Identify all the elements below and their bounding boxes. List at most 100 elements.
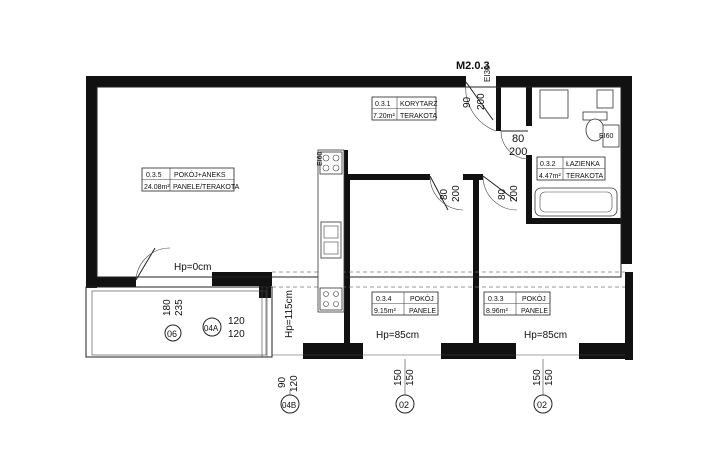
room-name: KORYTARZ [400,101,438,108]
svg-text:80: 80 [439,188,450,200]
partition-bath-left-lower [526,155,532,223]
svg-text:80: 80 [497,188,508,200]
room-id: 0.3.4 [376,296,392,303]
wall-bottom-3 [579,343,633,359]
door-room3-dims: 80 200 [497,185,520,202]
svg-text:90: 90 [277,376,288,388]
partition-corridor [496,86,501,131]
opening-04b-tag: 04B [282,401,296,410]
doors [135,81,529,281]
svg-text:200: 200 [451,185,462,202]
partition-bath-bottom [526,218,626,224]
svg-text:120: 120 [289,375,300,392]
svg-text:90: 90 [462,96,473,108]
room-finish: TERAKOTA [400,113,438,120]
room-label-room4: 0.3.4 POKÓJ 9.15m² PANELE [371,291,439,316]
washing-machine [539,89,569,119]
opening-02a-tag: 02 [399,400,409,410]
outer-wall-right-lower [625,272,633,360]
opening-02b-marker [533,394,553,414]
door-bath-height: 200 [509,146,527,158]
svg-text:EI30: EI30 [483,65,492,82]
room-name: POKÓJ [522,294,546,303]
partition-room3-top-a [463,174,483,180]
opening-02b-tag: 02 [537,400,547,410]
opening-02a-marker [395,394,415,414]
svg-text:150: 150 [532,369,543,386]
room-finish: PANELE/TERAKOTA [173,184,240,191]
balcony [85,286,273,358]
riser [596,89,614,109]
svg-text:200: 200 [509,185,520,202]
partition-bath-left [526,86,532,126]
parapet-room4: Hp=85cm [376,330,419,341]
partition-room4-left [344,176,350,346]
outer-wall-left [86,76,97,288]
ei60-bath: EI60 [599,133,614,140]
room-area: 24.08m² [144,184,170,191]
outer-wall-top [86,76,466,87]
door-entrance-dims: 90 200 [462,93,487,110]
wall-living-bottom-left [86,277,136,287]
outer-wall-top-right [496,76,632,87]
door-bath-width: 80 [512,133,524,145]
oven [319,287,343,311]
ei60-kitchen: EI60 [317,151,324,166]
room-area: 4.47m² [539,173,561,180]
svg-text:Hp=115cm: Hp=115cm [284,290,295,338]
opening-06-dims: 180 235 [162,299,185,316]
parapet-living: Hp=0cm [174,262,212,273]
room-name: POKÓJ [410,294,434,303]
room-finish: TERAKOTA [566,173,604,180]
room-id: 0.3.1 [375,101,391,108]
svg-text:235: 235 [174,299,185,316]
room-finish: PANELE [521,308,548,315]
stove [319,151,343,175]
svg-text:EI60: EI60 [599,133,614,140]
room-name: ŁAZIENKA [566,161,600,168]
door-entrance-tag: EI30 [483,65,492,82]
svg-text:180: 180 [162,299,173,316]
bathtub [534,187,618,217]
room-finish: PANELE [409,308,436,315]
wall-living-bottom-right [212,272,272,286]
room-id: 0.3.2 [540,161,556,168]
opening-04b-dims: 90 120 [277,375,300,392]
partition-room3-left [473,176,479,346]
opening-04a-w: 120 [228,316,245,327]
opening-04a-tag: 04A [204,324,219,333]
parapet-kitchen: Hp=115cm [284,290,295,338]
wall-kitchen-corner [259,272,271,298]
door-room4-dims: 80 200 [439,185,462,202]
room-area: 7.20m² [373,113,395,120]
svg-text:150: 150 [393,369,404,386]
svg-text:EI60: EI60 [317,151,324,166]
room-label-living: 0.3.5 POKÓJ+ANEKS 24.08m² PANELE/TERAKOT… [141,167,240,192]
opening-04a-marker [202,317,222,337]
room-label-corridor: 0.3.1 KORYTARZ 7.20m² TERAKOTA [371,96,438,121]
opening-04b-marker [280,394,300,414]
unit-title: M2.0.3 [456,60,490,72]
svg-text:200: 200 [476,93,487,110]
svg-text:150: 150 [544,369,555,386]
parapet-room3: Hp=85cm [524,330,567,341]
room-id: 0.3.5 [146,172,162,179]
room-id: 0.3.3 [488,296,504,303]
opening-06-tag: 06 [167,329,177,339]
wall-bottom-1 [303,343,363,359]
partition-room4-top [344,174,430,180]
room-name: POKÓJ+ANEKS [174,170,226,179]
washbasin [602,124,620,148]
walls [86,76,633,360]
svg-text:150: 150 [405,369,416,386]
opening-06-marker [164,324,182,342]
kitchen-counter [317,149,345,313]
opening-04a-h: 120 [228,329,245,340]
bathroom-fixtures [534,89,620,217]
room-area: 8.96m² [486,308,508,315]
opening-02b-dims: 150 150 [532,369,555,386]
room-area: 9.15m² [374,308,396,315]
room-label-room3: 0.3.3 POKÓJ 8.96m² PANELE [483,291,551,316]
room-label-bathroom: 0.3.2 ŁAZIENKA 4.47m² TERAKOTA [536,156,606,181]
